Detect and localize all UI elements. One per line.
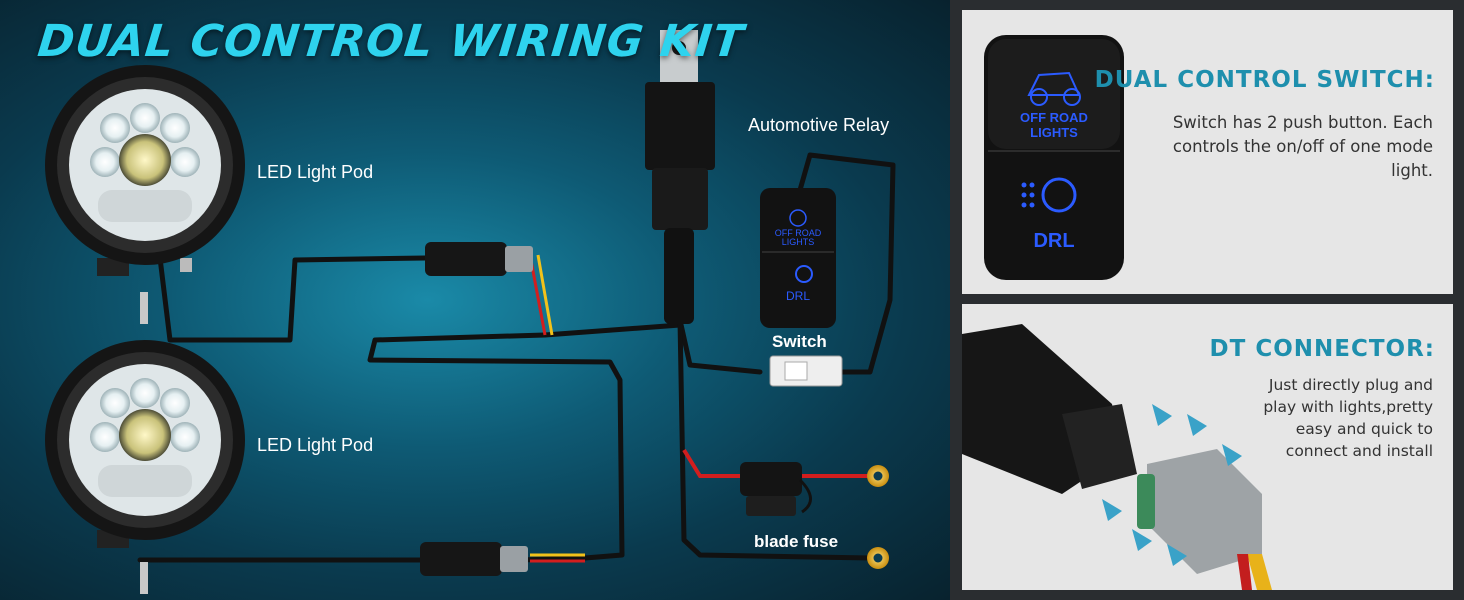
dt-connector-grey-plug — [1137, 449, 1272, 590]
panel-connector-text: Just directly plug and play with lights,… — [1263, 376, 1433, 460]
label-led-pod-bottom: LED Light Pod — [257, 435, 374, 455]
switch-mode: DRL — [1033, 230, 1074, 252]
switch-line1: OFF ROAD — [1020, 110, 1088, 125]
led-light-pod-bottom — [45, 340, 245, 594]
led-light-pod-top — [45, 65, 245, 324]
blade-fuse-holder — [740, 462, 812, 516]
dt-connector-top — [425, 242, 533, 276]
label-led-pod-top: LED Light Pod — [257, 162, 374, 182]
switch-line2-small: LIGHTS — [782, 237, 815, 247]
label-fuse: blade fuse — [754, 532, 839, 551]
wiring-diagram: OFF ROAD LIGHTS DRL DUAL CONTROL WIRING … — [0, 0, 950, 600]
switch-line2: LIGHTS — [1030, 125, 1078, 140]
automotive-relay — [645, 30, 715, 324]
dt-connector-closeup — [962, 324, 1272, 590]
panel-connector-title: DT CONNECTOR: — [1209, 336, 1435, 362]
rocker-switch-diagram: OFF ROAD LIGHTS DRL — [760, 188, 836, 328]
panel-dt-connector: DT CONNECTOR: Just directly plug and pla… — [962, 304, 1453, 590]
rocker-switch-closeup: OFF ROAD LIGHTS DRL — [984, 35, 1124, 280]
red-wire — [682, 448, 740, 478]
switch-mode-small: DRL — [786, 289, 810, 303]
wiring-illustration: OFF ROAD LIGHTS DRL — [45, 30, 896, 594]
switch-line1-small: OFF ROAD — [775, 228, 822, 238]
label-switch: Switch — [772, 332, 827, 351]
switch-plug — [769, 355, 843, 387]
dt-connector-bottom — [420, 542, 528, 576]
main-title: DUAL CONTROL WIRING KIT — [35, 16, 747, 67]
panel-dual-control-switch: OFF ROAD LIGHTS DRL DUAL CONTROL SWITCH:… — [962, 10, 1453, 294]
panel-switch-text: Switch has 2 push button. Each controls … — [1172, 113, 1433, 180]
arrow-icons — [1102, 404, 1242, 566]
panel-switch-title: DUAL CONTROL SWITCH: — [1094, 67, 1435, 93]
label-relay: Automotive Relay — [748, 115, 890, 135]
black-wires — [137, 152, 896, 563]
